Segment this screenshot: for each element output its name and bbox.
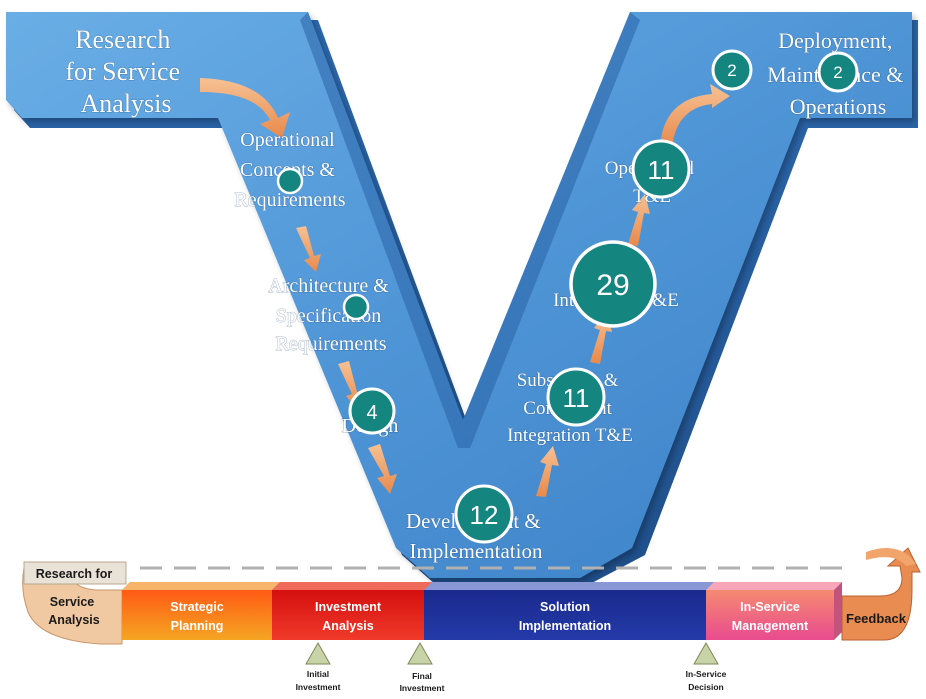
research-tab [23,561,127,585]
bubble-subsystem: 11 [546,367,606,427]
svg-text:12: 12 [470,500,499,530]
milestone-in-service-decision: In-Service Decision [686,641,727,692]
arrow-dev-to-subsys [536,446,559,497]
phase-investment [272,590,424,640]
arrow-research-to-opcon [200,78,290,138]
arrow-integ-to-opte [628,194,650,246]
svg-text:Investment: Investment [296,682,341,692]
feedback-curl-top [866,548,916,566]
bubble-operational-te: 11 [631,139,691,199]
stage-architecture: Architecture & Specification Requirement… [268,275,394,355]
stage-research: Research for Service Analysis [65,25,186,118]
feedback-label: Feedback [846,611,907,626]
phase-investment-line2: Analysis [322,619,373,633]
phase-strategic [122,590,272,640]
phase-inservice-line2: Management [732,619,809,633]
count-bubbles: 4 12 11 29 11 2 2 [276,49,859,544]
svg-text:In-Service: In-Service [686,669,727,679]
research-label-line2: Service [50,595,95,609]
bar-top-strip-orange [122,582,280,590]
svg-text:2: 2 [727,61,736,80]
arrow-opte-to-deploy [660,84,730,148]
milestone-final-investment: Final Investment [400,641,445,693]
research-label-line3: Analysis [48,613,99,627]
svg-text:Investment: Investment [400,683,445,693]
bar-top-strip-red [272,582,432,590]
phase-strategic-line2: Planning [171,619,224,633]
svg-text:11: 11 [563,383,590,413]
bubble-design: 4 [348,387,396,435]
phase-solution-line1: Solution [540,600,590,614]
bubble-development: 12 [454,484,514,544]
arrow-design-to-dev [368,444,397,494]
svg-text:2: 2 [833,63,842,82]
svg-text:29: 29 [596,269,629,302]
svg-text:Initial: Initial [307,669,329,679]
bubble-operational-concepts [276,167,304,195]
bar-right-face [834,582,842,640]
feedback-curl-arrow [841,547,921,641]
phase-investment-line1: Investment [315,600,382,614]
svg-text:Decision: Decision [688,682,723,692]
milestone-initial-investment: Initial Investment [296,641,341,692]
bubble-deployment: 2 [711,49,753,91]
research-label-line1: Research for [36,567,113,581]
phase-inservice-line1: In-Service [740,600,800,614]
arrow-opcon-to-arch [296,226,321,272]
bar-top-strip-pink [706,582,842,590]
phase-strategic-line1: Strategic [170,600,224,614]
bubble-integration: 29 [569,240,657,328]
svg-text:4: 4 [366,402,377,424]
phase-solution [424,590,706,640]
bubble-architecture [342,293,370,321]
svg-text:Final: Final [412,671,432,681]
bubble-maintenance: 2 [817,51,859,93]
phase-inservice [706,590,834,640]
phase-solution-line2: Implementation [519,619,611,633]
lifecycle-bar: Research for Service Analysis Strategic … [22,547,921,693]
svg-text:11: 11 [648,155,675,185]
